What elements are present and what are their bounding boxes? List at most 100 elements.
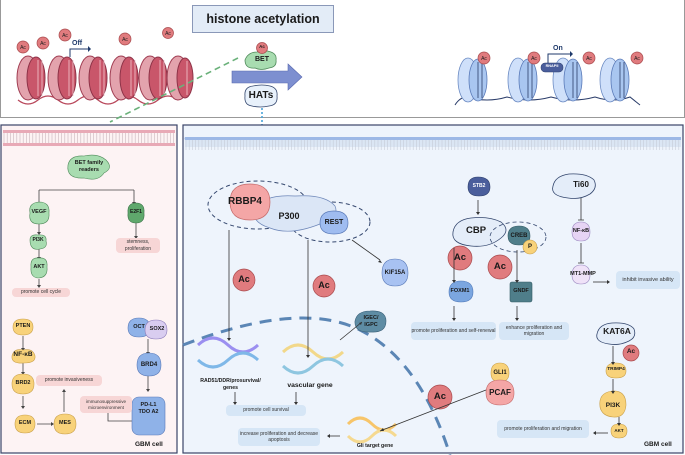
nfkb-label-right: NF-κB [572,228,590,234]
ac-label: Ac [634,56,640,62]
membrane-head [587,137,591,140]
membrane-head [664,137,668,140]
membrane-head [629,137,633,140]
membrane-head [603,137,607,140]
pdl1-label: PD-L1 TDO A2 [138,402,159,416]
membrane-head [395,137,399,140]
membrane-head [331,137,335,140]
membrane-head [594,137,598,140]
brd2-label: BRD2 [15,380,31,386]
membrane-head [270,137,274,140]
pcaf-node [485,379,515,406]
nfkb-label-left: NF-κB [13,351,33,358]
ac-label-4: Ac [493,261,507,272]
membrane-head [238,137,242,140]
membrane-head [254,137,258,140]
membrane-head [341,137,345,140]
invasive-outcome: inhibit invasive ability [616,271,680,289]
membrane-head [478,137,482,140]
membrane-head [290,137,294,140]
membrane-head [648,137,652,140]
gndf-label: GNDF [513,288,529,294]
membrane-head [498,137,502,140]
membrane-head [488,137,492,140]
cell-cycle-outcome: promote cell cycle [12,288,70,297]
gli-target-gene-label: Gli target gene [356,443,394,449]
ac-label: Ac [586,56,592,62]
ti60-node [552,173,596,199]
brd4-node [136,352,162,377]
membrane-head [632,137,636,140]
membrane-head [366,137,370,140]
membrane-head [344,137,348,140]
membrane-head [370,137,374,140]
membrane-head [427,137,431,140]
membrane-head [520,137,524,140]
vegf-node [29,201,50,225]
membrane-head [302,137,306,140]
sox2-node [144,319,168,340]
membrane-head [187,137,191,140]
membrane-head [382,137,386,140]
stb2-label: STB2 [472,183,486,189]
membrane-head [475,137,479,140]
invasiveness-outcome: promote invasiveness [36,375,102,386]
membrane-head [610,137,614,140]
membrane-head [504,137,508,140]
membrane-head [574,137,578,140]
membrane-head [443,137,447,140]
membrane-head [306,137,310,140]
bet-readers-label: BET family readers [74,160,104,174]
diagram-title: histone acetylation [192,5,334,33]
ac-marks-panel [232,245,640,410]
ac-label-5: Ac [433,391,447,402]
membrane-head [542,137,546,140]
membrane-head [446,137,450,140]
ac-label: Ac [122,37,128,43]
prolif-renewal-outcome: promote proliferation and self-renewal [411,322,496,340]
on-arrow [547,53,570,63]
membrane-head [232,137,236,140]
membrane-head [507,137,511,140]
kat6a-label: KAT6A [603,326,631,336]
membrane-head [421,137,425,140]
bet-ac-mark [256,42,268,54]
membrane-head [242,137,246,140]
ac-label: Ac [40,41,46,47]
creb-label: CREB [510,233,528,239]
membrane-head [530,137,534,140]
nfkb-node-left [11,349,36,364]
membrane-head [635,137,639,140]
ac-label-6: Ac [626,348,636,355]
cbp-creb-ring [489,221,547,253]
membrane-head [558,137,562,140]
membrane-head [318,137,322,140]
membrane-head [440,137,444,140]
membrane-head [328,137,332,140]
ac-label-2: Ac [318,280,330,290]
rnap-ii [540,62,564,73]
membrane-head [280,137,284,140]
membrane-head [539,137,543,140]
membrane-head [229,137,233,140]
membrane-head [469,137,473,140]
membrane-head [299,137,303,140]
survival-outcome: promote cell survival [226,405,306,416]
membrane-head [402,137,406,140]
rbbp4-label: RBBP4 [228,196,262,207]
kif15a-label: KIF15A [384,270,406,276]
foxm1-node [448,280,474,303]
membrane-head [261,137,265,140]
akt-label-left: AKT [33,264,45,270]
rbbp4-node [229,183,271,221]
membrane-head [430,137,434,140]
membrane-head [315,137,319,140]
membrane-head [293,137,297,140]
membrane-head [491,137,495,140]
membrane-head [562,137,566,140]
membrane-head [363,137,367,140]
right-arrows [228,198,620,437]
phospho-node [522,239,538,255]
membrane-head [677,137,681,140]
